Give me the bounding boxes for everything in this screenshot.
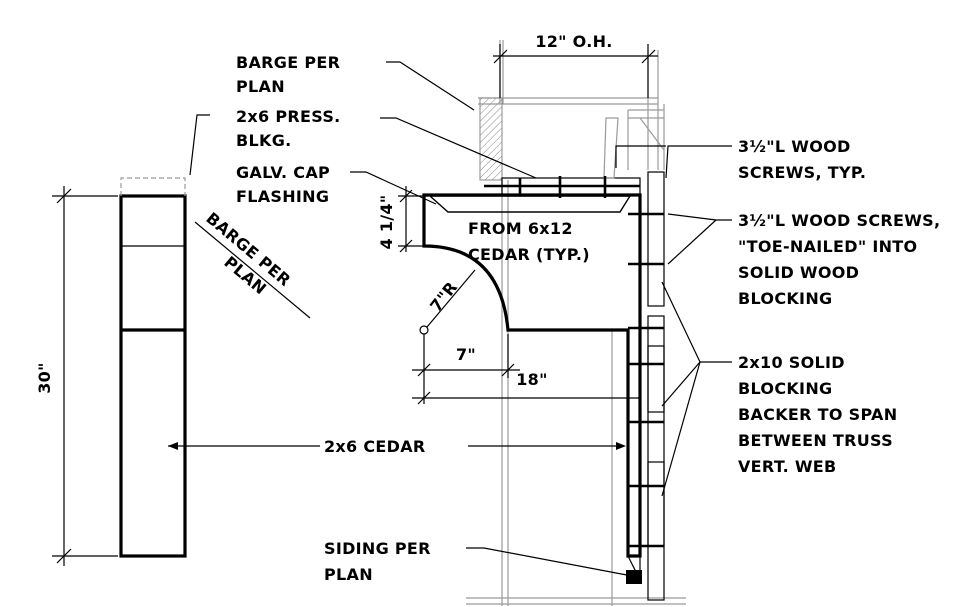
dimension-30: 30" [35, 186, 118, 566]
dimension-4-1-4: 4 1/4" [377, 186, 428, 253]
truss-framing [466, 40, 686, 606]
leader-screws-b2 [667, 219, 717, 265]
dim-7-label: 7" [456, 345, 476, 364]
screws-b-line4: BLOCKING [738, 289, 832, 308]
cedar-2x6-label: 2x6 CEDAR [324, 437, 426, 456]
overhang-label: 12" O.H. [535, 32, 612, 51]
cedar-board-elevation [119, 177, 187, 558]
blocking-plate [501, 117, 641, 196]
leader-screws-b1 [667, 213, 732, 221]
screws-b-line3: SOLID WOOD [738, 263, 859, 282]
dim-4-1-4-label: 4 1/4" [377, 195, 396, 250]
screws-b-line2: "TOE-NAILED" INTO [738, 237, 917, 256]
leader-blkg [189, 114, 210, 176]
dim-18-label: 18" [516, 370, 548, 389]
blkg-note-line2: BLKG. [236, 131, 292, 150]
siding-note-line1: SIDING PER [324, 539, 431, 558]
trim-boards [626, 171, 665, 601]
leader-press-blkg [380, 117, 537, 179]
cedar-bracket-profile [420, 193, 642, 558]
dim-30-label: 30" [35, 362, 54, 394]
leader-siding [466, 547, 633, 577]
leader-galv [350, 171, 437, 205]
barge-diag-rule [194, 221, 311, 319]
blocking-line5: VERT. WEB [738, 457, 837, 476]
dimension-overhang: 12" O.H. [493, 32, 658, 98]
barge-note-line2: PLAN [236, 77, 285, 96]
leader-barge [386, 61, 475, 111]
dimension-radius: 7"R [419, 269, 476, 335]
barge-note-line1: BARGE PER [236, 53, 340, 72]
blocking-line1: 2x10 SOLID [738, 353, 845, 372]
siding-note-line2: PLAN [324, 565, 373, 584]
galv-note-line2: FLASHING [236, 187, 329, 206]
dim-7r-label: 7"R [426, 278, 461, 315]
dimension-7-18: 7" 18" [412, 334, 640, 405]
from-note-line1: FROM 6x12 [468, 219, 573, 238]
from-note-line2: CEDAR (TYP.) [468, 245, 590, 264]
leader-screws-a [665, 145, 732, 179]
screws [484, 176, 664, 548]
blkg-note-line1: 2x6 PRESS. [236, 107, 341, 126]
screws-a-line1: 3½"L WOOD [738, 137, 851, 156]
screws-a-line2: SCREWS, TYP. [738, 163, 866, 182]
screws-b-line1: 3½"L WOOD SCREWS, [738, 211, 940, 230]
blocking-line3: BACKER TO SPAN [738, 405, 897, 424]
blocking-line2: BLOCKING [738, 379, 832, 398]
galv-note-line1: GALV. CAP [236, 163, 330, 182]
blocking-line4: BETWEEN TRUSS [738, 431, 893, 450]
